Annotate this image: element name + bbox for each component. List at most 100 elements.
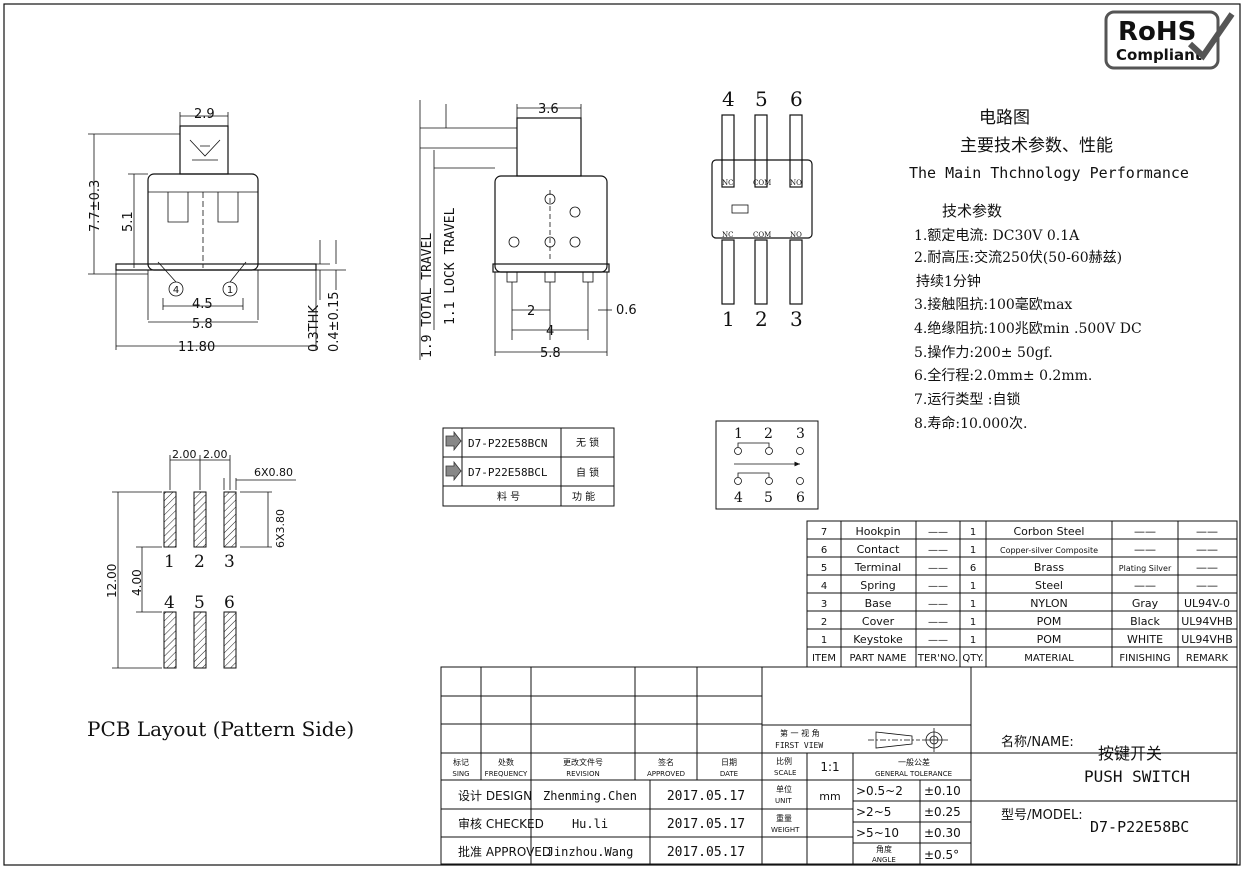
bom-cell-remark: ——: [1196, 525, 1218, 538]
spec-item-8: 8.寿命:10.000次.: [914, 415, 1028, 432]
bom-cell-tern: ——: [928, 545, 948, 556]
tolerance-cn: 一般公差: [898, 757, 930, 767]
symbol-top-2: 2: [764, 426, 773, 442]
spec-item-1: 1.额定电流: DC30V 0.1A: [914, 228, 1080, 244]
unit-en: UNIT: [775, 797, 792, 805]
bom-cell-part: Contact: [857, 543, 900, 556]
bom-cell-part: Base: [865, 597, 892, 610]
bom-cell-qty: 1: [970, 599, 976, 610]
bom-cell-material: POM: [1037, 615, 1062, 628]
bom-cell-finishing: Black: [1130, 615, 1160, 628]
model-value: D7-P22E58BC: [1090, 818, 1189, 836]
bom-header-qty: QTY.: [962, 653, 983, 664]
bom-cell-finishing: WHITE: [1127, 633, 1163, 646]
bom-cell-finishing: Gray: [1132, 597, 1159, 610]
bom-cell-remark: UL94V-0: [1184, 597, 1230, 610]
projection-cn: 第 一 视 角: [780, 728, 820, 738]
symbol-bottom-6: 6: [796, 490, 805, 506]
circuit-pin-5: 5: [755, 87, 768, 111]
side-dim-pin-width: 0.6: [616, 303, 637, 318]
spec-item-2b: 持续1分钟: [916, 273, 981, 290]
tolerance-value-1: ±0.10: [924, 784, 961, 798]
circuit-pin-2: 2: [755, 307, 768, 331]
rev-header-en: APPROVED: [647, 770, 685, 778]
spec-title-cn: 电路图: [979, 108, 1030, 128]
signoff-name: Jinzhou.Wang: [547, 845, 634, 859]
bom-cell-remark: ——: [1196, 561, 1218, 574]
signoff-name: Hu.li: [572, 817, 608, 831]
bom-cell-part: Terminal: [854, 561, 902, 574]
name-cn: 按键开关: [1098, 744, 1162, 763]
bom-cell-qty: 1: [970, 617, 976, 628]
front-dim-top: 2.9: [194, 107, 215, 122]
rohs-title: RoHS: [1118, 17, 1196, 47]
bom-header-item: ITEM: [812, 653, 836, 664]
bom-cell-finishing: ——: [1134, 543, 1156, 556]
angle-en: ANGLE: [872, 856, 896, 864]
bom-cell-qty: 1: [970, 527, 976, 538]
front-view: 4 1 2.9 7.7±0.3 5.1 4.5 5.8 11.80 0.3THK…: [88, 107, 346, 355]
pcb-dim-pad-h: 6X3.80: [274, 509, 287, 548]
bom-cell-remark: UL94VHB: [1181, 615, 1233, 628]
bom-cell-material: Steel: [1035, 579, 1063, 592]
bom-header-part: PART NAME: [849, 653, 906, 664]
bom-cell-part: Cover: [862, 615, 895, 628]
bom-cell-item: 4: [821, 581, 827, 592]
bom-cell-tern: ——: [928, 563, 948, 574]
rev-header-cn: 签名: [658, 757, 674, 767]
pcb-dim-pitch-b: 2.00: [203, 448, 228, 461]
side-lock-travel: 1.1 LOCK TRAVEL: [443, 207, 458, 325]
bom-header-finishing: FINISHING: [1119, 653, 1170, 664]
circuit-term-top-com: COM: [753, 179, 771, 187]
model-row-2-part: D7-P22E58BCL: [468, 466, 548, 479]
tolerance-range-1: >0.5~2: [856, 784, 903, 798]
bom-cell-qty: 1: [970, 635, 976, 646]
rev-header-en: FREQUENCY: [485, 770, 528, 778]
drawing-border: [3, 3, 1241, 866]
rohs-subtitle: Compliant: [1116, 46, 1202, 64]
model-table: D7-P22E58BCN 无 锁 D7-P22E58BCL 自 锁 料 号 功 …: [442, 427, 615, 507]
bom-cell-item: 5: [821, 563, 827, 574]
rev-header-en: DATE: [720, 770, 738, 778]
pcb-label-6: 6: [224, 593, 235, 613]
bom-cell-item: 7: [821, 527, 827, 538]
pcb-label-5: 5: [194, 593, 205, 613]
weight-cn: 重量: [776, 813, 792, 823]
pcb-layout: 2.00 2.00 6X0.80 6X3.80 12.00 4.00 1 2 3…: [87, 448, 354, 741]
front-dim-height: 7.7±0.3: [88, 180, 103, 232]
circuit-pin-4: 4: [722, 87, 735, 111]
signoff-name: Zhenming.Chen: [543, 789, 637, 803]
signoff-role: 批准 APPROVED: [458, 844, 551, 859]
angle-cn: 角度: [876, 844, 892, 854]
weight-en: WEIGHT: [771, 826, 800, 834]
bom-cell-part: Spring: [860, 579, 896, 592]
circuit-term-top-no: NO: [790, 179, 802, 187]
bom-cell-finishing: ——: [1134, 525, 1156, 538]
model-row-1-func: 无 锁: [576, 436, 599, 449]
signoff-date: 2017.05.17: [667, 817, 745, 832]
pcb-dim-total: 12.00: [105, 564, 119, 598]
spec-subtitle-cn: 主要技术参数、性能: [960, 136, 1113, 156]
pcb-caption: PCB Layout (Pattern Side): [87, 717, 354, 741]
circuit-pin-1: 1: [722, 307, 735, 331]
scale-en: SCALE: [774, 769, 796, 777]
tolerance-value-3: ±0.30: [924, 826, 961, 840]
spec-item-6: 6.全行程:2.0mm± 0.2mm.: [914, 367, 1092, 384]
pcb-label-3: 3: [224, 552, 235, 572]
front-dim-body: 5.1: [121, 211, 136, 232]
bom-header-remark: REMARK: [1186, 653, 1229, 664]
front-dim-body-width: 5.8: [192, 317, 213, 332]
bom-cell-tern: ——: [928, 527, 948, 538]
circuit-pin-6: 6: [790, 87, 803, 111]
spec-item-5: 5.操作力:200± 50gf.: [914, 345, 1053, 361]
rev-header-en: REVISION: [566, 770, 599, 778]
bom-cell-item: 1: [821, 635, 827, 646]
rev-header-cn: 更改文件号: [563, 757, 603, 767]
front-dim-thk: 0.3THK: [307, 305, 322, 352]
spec-item-2: 2.耐高压:交流250伏(50-60赫兹): [914, 249, 1122, 266]
name-label: 名称/NAME:: [1001, 734, 1074, 750]
spec-section: 技术参数: [942, 202, 1002, 220]
bom-cell-tern: ——: [928, 581, 948, 592]
circuit-term-bottom-nc: NC: [722, 231, 733, 239]
